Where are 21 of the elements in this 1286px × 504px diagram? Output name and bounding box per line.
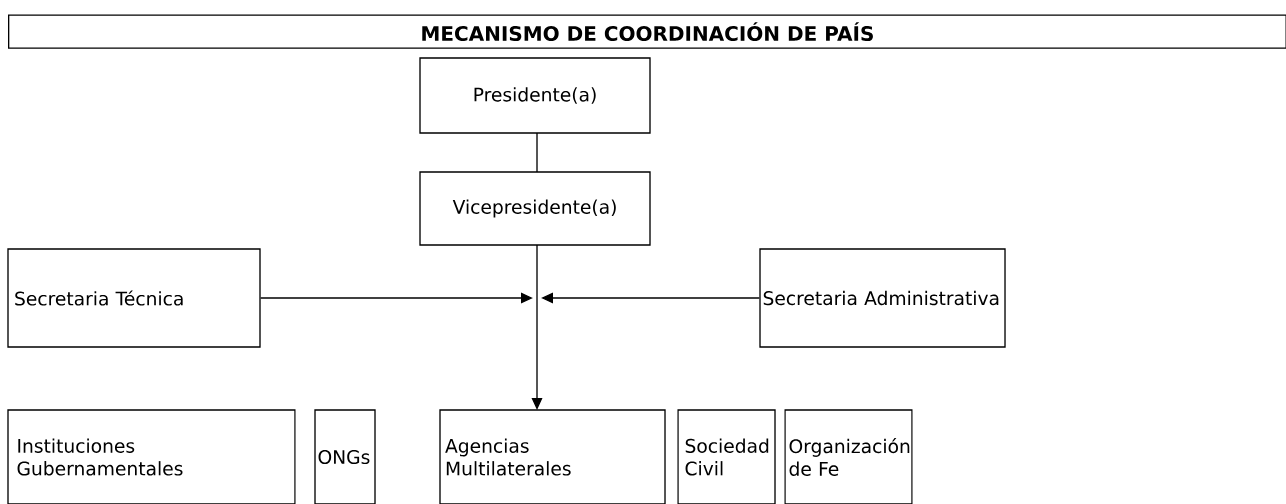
org-box [677,409,776,504]
box-label: Secretaria Técnica [15,290,183,306]
box-label: Presidente(a) [474,87,596,104]
org-box [7,409,296,504]
org-box [314,409,376,504]
title-bar: MECANISMO DE COORDINACIÓN DE PAÍS [8,14,1286,49]
box-label: Vicepresidente(a) [452,199,616,218]
connector-arrow [531,244,543,410]
box-label: Sociedad Civil [685,438,769,476]
box-label: Secretaria Administrativa [763,290,999,306]
org-box [7,248,261,348]
org-box [784,409,913,504]
box-label: Instituciones Gubernamentales [17,438,183,476]
connector-arrow [260,292,533,304]
org-box [759,248,1006,348]
org-box [419,171,651,246]
box-label: Agencias Multilaterales [445,438,571,476]
box-label: ONGs [318,449,370,465]
org-box [439,409,666,504]
org-box [419,57,651,134]
box-label: Organización de Fe [789,438,910,476]
